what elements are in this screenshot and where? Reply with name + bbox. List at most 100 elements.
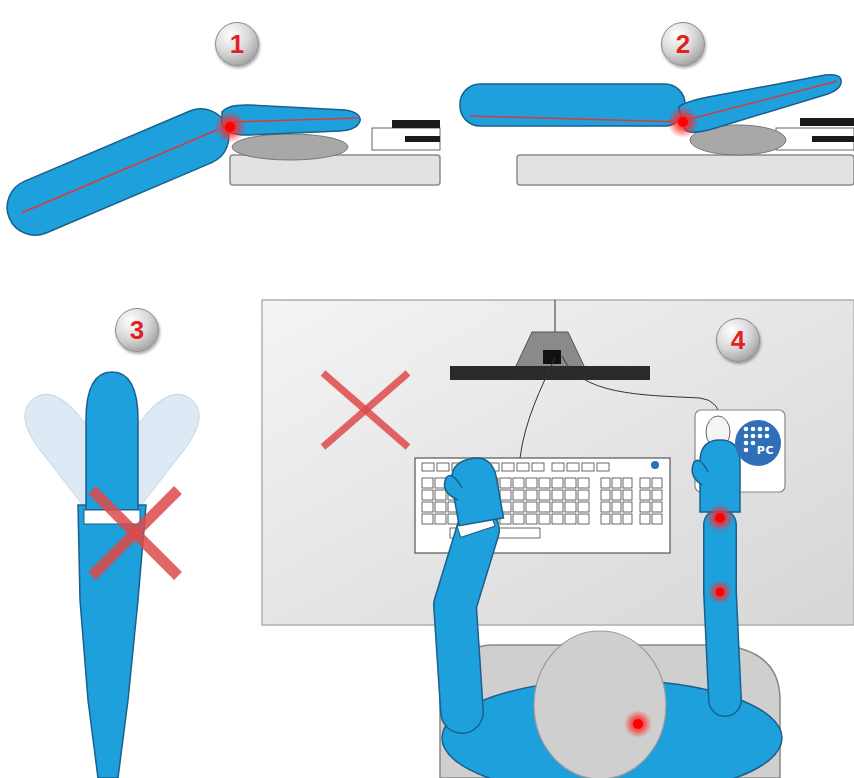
panel-three	[13, 372, 212, 778]
logo-badge: PC	[735, 420, 781, 466]
keyboard-key	[526, 502, 537, 512]
keyboard-key	[532, 463, 544, 471]
keyboard-key	[565, 502, 576, 512]
keyboard-key	[500, 490, 511, 500]
cable	[555, 300, 556, 332]
keyboard-key	[435, 514, 446, 524]
forearm-shape	[0, 100, 238, 244]
keyboard-key	[640, 502, 650, 512]
keyboard-key	[552, 478, 563, 488]
logo-dot	[751, 427, 756, 432]
hand-shape	[678, 65, 845, 136]
wrist-rest	[232, 134, 348, 160]
callout-number: 4	[731, 325, 745, 356]
keyboard-key	[552, 514, 563, 524]
cross-mark	[323, 373, 408, 447]
callout-number: 1	[215, 22, 259, 66]
keyboard-key	[552, 490, 563, 500]
strain-point	[678, 117, 688, 127]
keyboard-key	[539, 502, 550, 512]
strain-point	[667, 106, 699, 138]
keyboard-key	[565, 490, 576, 500]
strain-point	[716, 588, 724, 596]
cross-mark	[92, 490, 178, 576]
axis-line	[470, 116, 683, 122]
keyboard-key	[526, 514, 537, 524]
logo-dot	[744, 434, 749, 439]
callout-number: 4	[716, 318, 760, 362]
keyboard-key	[601, 490, 610, 500]
cross-mark	[323, 373, 408, 447]
keyboard-key	[652, 478, 662, 488]
keyboard-key	[435, 502, 446, 512]
keyboard-key	[552, 502, 563, 512]
keyboard-key	[640, 514, 650, 524]
cross-mark	[92, 490, 178, 576]
keyboard-key	[601, 478, 610, 488]
strain-point	[715, 513, 725, 523]
keyboard-key	[513, 502, 524, 512]
keyboard-key	[597, 463, 609, 471]
keyboard-key	[565, 514, 576, 524]
keyboard-key	[526, 478, 537, 488]
strain-point	[708, 580, 732, 604]
keyboard	[372, 128, 440, 150]
arm-outline	[720, 525, 725, 700]
keyboard-key	[567, 463, 579, 471]
keyboard-key	[582, 463, 594, 471]
keyboard-key	[612, 478, 621, 488]
keyboard-key	[552, 463, 564, 471]
keyboard	[776, 128, 854, 150]
left-arm	[455, 530, 478, 712]
keyboard-key	[435, 490, 446, 500]
keyboard-badge	[651, 461, 659, 469]
keyboard-key	[526, 490, 537, 500]
strain-point	[633, 719, 643, 729]
keyboard-key	[422, 463, 434, 471]
keyboard-key	[578, 514, 589, 524]
keyboard-key	[500, 478, 511, 488]
desk	[517, 155, 854, 185]
logo-dot	[758, 427, 763, 432]
keyboard-key	[539, 490, 550, 500]
callout-number: 1	[230, 29, 244, 60]
keyboard-key	[623, 478, 632, 488]
keyboard-key	[578, 478, 589, 488]
callout-number: 3	[130, 315, 144, 346]
keyboard-key	[623, 490, 632, 500]
axis-line	[684, 81, 838, 120]
axis-line	[21, 130, 217, 213]
keyboard-key	[652, 490, 662, 500]
desk	[230, 155, 440, 185]
logo-dot	[744, 441, 749, 446]
strain-point	[706, 504, 734, 532]
thumb	[692, 460, 708, 485]
head	[534, 631, 666, 778]
logo-dot	[751, 434, 756, 439]
keyboard-key	[640, 478, 650, 488]
arm-outline	[455, 530, 478, 712]
logo-dot	[744, 448, 749, 453]
keyboard-key	[601, 514, 610, 524]
keyboard-key	[652, 514, 662, 524]
monitor-port	[543, 350, 561, 364]
keyboard-key	[612, 514, 621, 524]
keyboard-key	[612, 490, 621, 500]
axis-line	[232, 118, 358, 122]
logo-dots	[744, 427, 770, 453]
keyboard-key	[539, 478, 550, 488]
keyboard-key	[513, 490, 524, 500]
keyboard-key	[612, 502, 621, 512]
keyboard-key	[623, 502, 632, 512]
keyboard-key	[652, 502, 662, 512]
logo-text: PC	[757, 444, 774, 457]
strain-point	[624, 710, 652, 738]
keyboard-key	[513, 478, 524, 488]
keyboard-key	[502, 463, 514, 471]
keyboard-key	[800, 118, 854, 126]
forearm	[460, 84, 685, 126]
